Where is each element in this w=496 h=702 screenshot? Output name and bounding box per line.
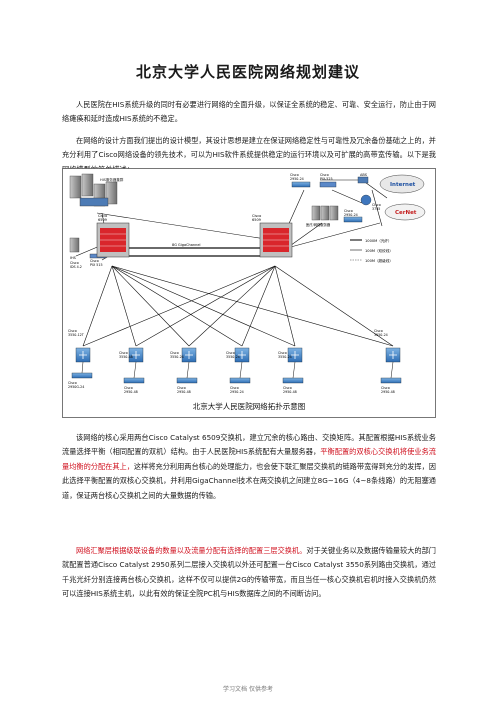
- legend-twisted-pair: 100M（双绞线）: [365, 248, 393, 253]
- access-switch-4: [229, 377, 251, 384]
- ws-top-label-2: 2950-24: [290, 177, 304, 181]
- core-right-label-2: 6509: [252, 218, 261, 222]
- ids-label-1: Cisco: [70, 261, 79, 265]
- ws-right-label-1: Cisco: [344, 209, 353, 213]
- cernet-cloud-icon: [384, 203, 426, 221]
- pix-515-label-2: PIX 515: [90, 263, 103, 267]
- access-switch-6: [380, 377, 402, 384]
- diagram-frame: [62, 168, 436, 418]
- paragraph-aggregation: 网络汇聚层根据级联设备的数量以及流量分配有选择的配置三层交换机。对于关键业务以及…: [62, 544, 436, 602]
- access-1-label-2: 2950G-24: [68, 385, 84, 389]
- paragraph-core-text-a: 该网络的核心采用两台Cisco Catalyst 6509交换机，建立冗余的核心…: [62, 433, 436, 457]
- abs-label: ABS: [360, 173, 368, 177]
- access-6-label-2: 2950-48: [381, 390, 395, 394]
- legend: 1000M（光纤） 100M（双绞线） 100M（超级线）: [350, 238, 393, 263]
- paragraph-aggregation-highlight: 网络汇聚层根据级联设备的数量以及流量分配有选择的配置三层交换机。: [76, 546, 307, 555]
- pix-top-label-2: PIX-525: [320, 177, 333, 181]
- internet-label: Internet: [390, 182, 416, 188]
- router-label-1: Cisco: [372, 203, 381, 207]
- access-4-label-2: 2950-24: [230, 390, 244, 394]
- access-switch-2: [123, 377, 145, 384]
- ids-label-2: IDS 4.2: [70, 265, 82, 269]
- paragraph-aggregation-text: 对于关键业务以及数据传输量较大的部门就配置普通Cisco Catalyst 29…: [62, 546, 436, 599]
- network-topology-diagram: HIS服务器集群 IHS Cisco PIX 515 Cisco IDS 4.2…: [62, 168, 436, 418]
- paragraph-core-highlight: 平衡配置的双核心交换机将使业务流量均衡的分配在其上，: [62, 447, 436, 471]
- distribution-switch-6: [385, 347, 401, 363]
- access-5-label-2: 2950-48: [283, 390, 297, 394]
- core-switch-right: [259, 222, 293, 258]
- access-switch-1: [71, 372, 93, 379]
- diagram-caption: 北京大学人民医院网络拓扑示意图: [193, 401, 306, 411]
- access-switch-5: [282, 377, 304, 384]
- pix-515-label-1: Cisco: [90, 259, 99, 263]
- access-3-label-1: Cisco: [177, 386, 186, 390]
- access-switch-3: [176, 377, 198, 384]
- dist-1-label-2: 3550-12T: [68, 333, 85, 337]
- access-4-label-1: Cisco: [230, 386, 239, 390]
- router-label-2: 3745: [372, 207, 380, 211]
- core-left-label-1: Cisco: [98, 214, 107, 218]
- dist-5-label-2: 3550-24: [278, 355, 292, 359]
- dist-5-label-1: Cisco: [278, 351, 287, 355]
- dist-4-label-1: Cisco: [226, 351, 235, 355]
- core-right-label-1: Cisco: [252, 214, 261, 218]
- switch-2950-right: [343, 216, 363, 223]
- access-3-label-2: 2950-48: [177, 390, 191, 394]
- application-servers: [311, 205, 339, 221]
- dist-3-label-1: Cisco: [170, 351, 179, 355]
- ws-right-label-2: 2950-24: [344, 213, 358, 217]
- dist-2-label-1: Cisco: [119, 351, 128, 355]
- paragraph-core-text-b: 这样将充分利用两台核心的处理能力，也会使下联汇聚层交换机的链路带宽得到充分的发挥…: [62, 461, 436, 500]
- cernet-label: CerNet: [395, 210, 417, 216]
- dist-6-label-1: Cisco: [374, 329, 383, 333]
- distribution-switch-1: [75, 347, 91, 363]
- pix-525-device: [319, 181, 337, 188]
- pix-top-label-1: Cisco: [320, 173, 329, 177]
- distribution-switch-4: [234, 347, 250, 363]
- page-title: 北京大学人民医院网络规划建议: [135, 63, 360, 81]
- ws-top-label-1: Cisco: [290, 173, 299, 177]
- dist-2-label-2: 3550-48: [119, 355, 133, 359]
- paragraph-intro: 人民医院在HIS系统升级的同时有必要进行网络的全面升级，以保证全系统的稳定、可靠…: [62, 100, 436, 124]
- distribution-switch-3: [181, 347, 197, 363]
- dist-1-label-1: Cisco: [68, 329, 77, 333]
- access-2-label-2: 2950-48: [124, 390, 138, 394]
- internet-cloud-icon: [379, 174, 425, 194]
- access-1-label-1: Cisco: [68, 381, 77, 385]
- core-switch-left: [96, 222, 130, 258]
- access-lines: [81, 361, 394, 379]
- dist-4-label-2: 3550-24: [226, 355, 240, 359]
- ihs-label: IHS: [70, 256, 77, 260]
- legend-super-line: 100M（超级线）: [365, 258, 393, 263]
- dist-6-label-2: 3550-24: [374, 333, 388, 337]
- his-server-cluster: [69, 173, 118, 207]
- page-footer: 学习文档 仅供参考: [223, 686, 273, 693]
- app-servers-label: 医疗/网络服务器: [306, 222, 331, 227]
- topology-svg: HIS服务器集群 IHS Cisco PIX 515 Cisco IDS 4.2…: [62, 168, 436, 418]
- router-3745-icon: [360, 194, 372, 206]
- his-server-cluster-label: HIS服务器集群: [100, 177, 124, 182]
- ihs-server: [69, 237, 80, 253]
- access-6-label-1: Cisco: [381, 386, 390, 390]
- access-5-label-1: Cisco: [283, 386, 292, 390]
- uplink-lines: [82, 247, 394, 347]
- core-left-label-2: 6509: [98, 218, 107, 222]
- dist-3-label-2: 3550-24: [170, 355, 184, 359]
- access-2-label-1: Cisco: [124, 386, 133, 390]
- paragraph-core: 该网络的核心采用两台Cisco Catalyst 6509交换机，建立冗余的核心…: [62, 431, 436, 503]
- switch-2950-top: [291, 181, 311, 188]
- legend-fiber: 1000M（光纤）: [365, 238, 392, 243]
- gigachannel-label: 8G GigaChannel: [172, 243, 200, 247]
- abs-device: [357, 176, 369, 184]
